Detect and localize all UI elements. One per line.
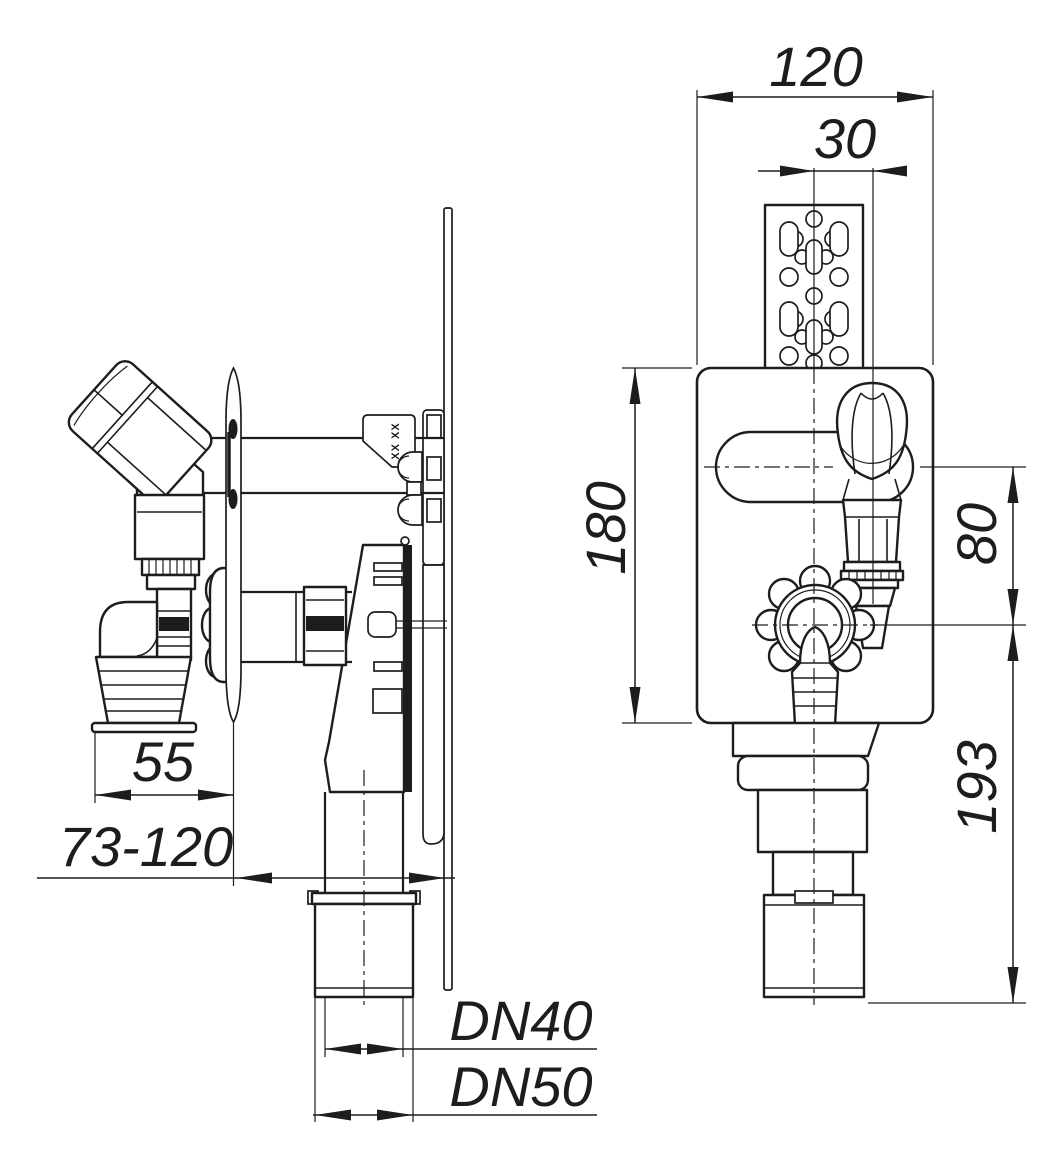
- mounting-rail-edge: [422, 409, 445, 845]
- dim-body-height-label: 180: [574, 481, 637, 574]
- rail-screws: [397, 451, 423, 546]
- tap-assembly-side: [67, 360, 213, 734]
- dim-body-width-label: 120: [769, 35, 862, 98]
- dim-overflow-to-valve-label: 80: [945, 503, 1008, 565]
- dim-inlet-pipe-label: DN40: [449, 989, 592, 1052]
- marking-label: XX XX: [390, 422, 402, 459]
- cover-plate-edge: [225, 366, 242, 724]
- dim-outlet-pipe-label: DN50: [449, 1055, 592, 1118]
- outlet-assembly-front: [731, 721, 881, 999]
- strip-holes: [779, 210, 849, 372]
- centerlines: [363, 368, 878, 1005]
- dim-tap-protrusion-label: 55: [132, 730, 195, 793]
- front-view: [695, 203, 935, 999]
- trap-tube-side: [240, 585, 352, 667]
- dim-strip-offset-label: 30: [814, 107, 876, 170]
- wall-plate-edge: [443, 207, 453, 991]
- dim-outlet-drop-label: 193: [945, 740, 1008, 833]
- dim-depth-range-label: 73-120: [59, 815, 233, 878]
- dimensions: 120 30 180 80 193 55 73-120 DN40 DN50: [37, 35, 1026, 1122]
- tap-angled-cap: [67, 360, 213, 503]
- trap-body-side: [323, 543, 447, 794]
- dimension-arrows: [95, 91, 1019, 1121]
